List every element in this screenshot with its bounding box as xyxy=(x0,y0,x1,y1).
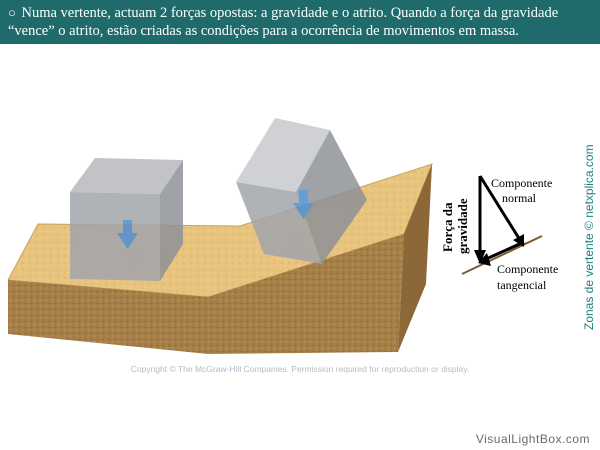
copyright-notice: Copyright © The McGraw-Hill Companies. P… xyxy=(0,364,600,374)
bullet-icon: ○ xyxy=(8,5,16,20)
gravity-label-line-2: gravidade xyxy=(455,198,470,254)
cube-flat xyxy=(70,158,183,281)
slope-illustration: Força da gravidade Componente normal Com… xyxy=(0,44,600,374)
normal-label-line-2: normal xyxy=(502,191,537,205)
caption-line-1: Numa vertente, actuam 2 forças opostas: … xyxy=(21,5,558,21)
tangential-label-line-1: Componente xyxy=(497,262,558,276)
normal-label-line-1: Componente xyxy=(491,176,552,190)
tangential-vector-line xyxy=(484,242,524,260)
side-credit: Zonas de vertente © netxplica.com xyxy=(582,144,596,330)
force-vector-diagram: Força da gravidade Componente normal Com… xyxy=(440,176,558,292)
caption-line-2: “vence” o atrito, estão criadas as condi… xyxy=(8,23,519,39)
header-caption: ○ Numa vertente, actuam 2 forças opostas… xyxy=(0,0,600,44)
tangential-label-line-2: tangencial xyxy=(497,278,547,292)
watermark: VisualLightBox.com xyxy=(476,432,590,446)
gravity-label-line-1: Força da xyxy=(440,202,455,252)
cube-flat-front xyxy=(70,192,160,281)
